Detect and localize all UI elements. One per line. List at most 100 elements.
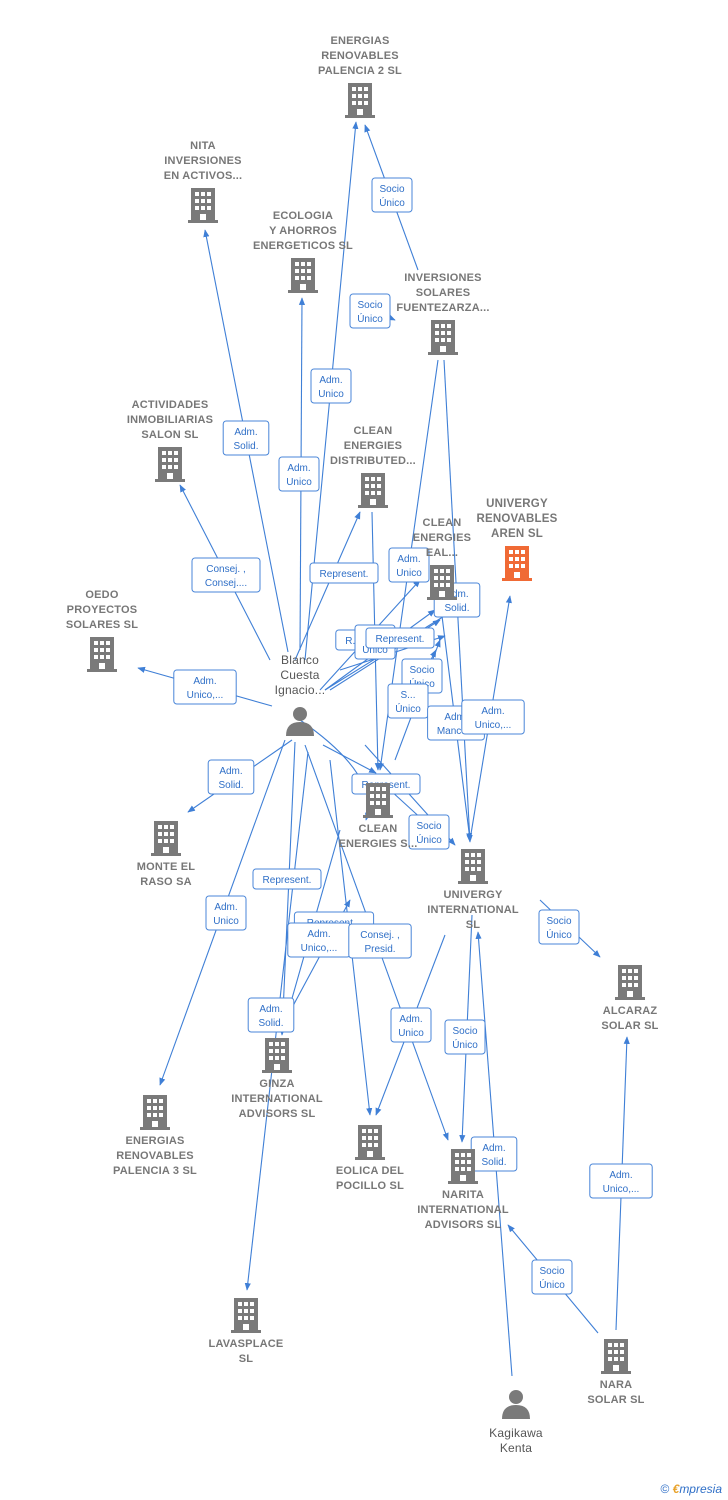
edge-label-text: Unico bbox=[286, 477, 312, 488]
node-label: SL bbox=[466, 919, 481, 931]
edge-label[interactable]: Adm.Solid. bbox=[470, 1136, 518, 1172]
building-icon bbox=[262, 1038, 292, 1073]
edge-label-box bbox=[538, 909, 580, 945]
edge-label-text: Adm. bbox=[609, 1170, 632, 1181]
node-label: UNIVERGY bbox=[486, 498, 548, 510]
edge-label-box bbox=[191, 557, 261, 593]
edge-label-text: Unico bbox=[318, 389, 344, 400]
edge-label-text: R... bbox=[345, 636, 361, 647]
node-label: RENOVABLES bbox=[116, 1150, 194, 1162]
edge-label[interactable]: Adm. Unico bbox=[310, 368, 352, 404]
edge-label[interactable]: Adm.Unico bbox=[205, 895, 247, 931]
building-icon bbox=[345, 83, 375, 118]
edge-label-text: Socio bbox=[379, 184, 404, 195]
edge-label[interactable]: Represent. bbox=[365, 627, 435, 649]
edge-label-text: Unico bbox=[398, 1028, 424, 1039]
node-label: INVERSIONES bbox=[164, 155, 241, 167]
node-label: AREN SL bbox=[491, 528, 543, 540]
edge-label-text: Adm. bbox=[399, 1014, 422, 1025]
edge-label-box bbox=[309, 562, 379, 584]
building-icon bbox=[140, 1095, 170, 1130]
edge-label-text: Unico bbox=[396, 568, 422, 579]
building-icon bbox=[87, 637, 117, 672]
edge-label-text: Solid. bbox=[233, 441, 258, 452]
node-label: INTERNATIONAL bbox=[231, 1093, 323, 1105]
edge-label-box bbox=[205, 895, 247, 931]
edge-label-text: Adm. bbox=[319, 375, 342, 386]
footer-brand[interactable]: © €mpresia bbox=[660, 1482, 722, 1496]
node-ceeal[interactable]: CLEANENERGIESEAL... bbox=[413, 517, 471, 600]
node-label: ENERGETICOS SL bbox=[253, 240, 353, 252]
edge-label-box bbox=[589, 1163, 653, 1199]
node-isf[interactable]: INVERSIONESSOLARESFUENTEZARZA... bbox=[396, 272, 489, 355]
node-label: PROYECTOS bbox=[67, 604, 138, 616]
edge-label-box bbox=[207, 759, 255, 795]
edge-label-text: Adm. bbox=[481, 706, 504, 717]
building-icon bbox=[601, 1339, 631, 1374]
node-ced[interactable]: CLEANENERGIESDISTRIBUTED... bbox=[330, 425, 416, 508]
empresia-logo-e: € bbox=[672, 1482, 680, 1496]
edge-label[interactable]: Adm.Unico bbox=[278, 456, 320, 492]
edge-label-text: Solid. bbox=[218, 780, 243, 791]
node-label: NITA bbox=[190, 140, 216, 152]
node-label: ENERGIAS bbox=[330, 35, 389, 47]
node-label: SALON SL bbox=[141, 429, 198, 441]
edge-label-text: Único bbox=[395, 702, 421, 715]
edge-label[interactable]: Adm.Solid. bbox=[207, 759, 255, 795]
edge-label[interactable]: Adm.Unico,... bbox=[287, 922, 351, 958]
edge-label-text: Único bbox=[539, 1278, 565, 1291]
edge-label[interactable]: Adm.Unico bbox=[388, 547, 430, 583]
node-label: ADVISORS SL bbox=[239, 1108, 316, 1120]
edge-label-text: Socio bbox=[416, 821, 441, 832]
edge-label-text: Presid. bbox=[364, 944, 395, 955]
edge-line bbox=[322, 744, 377, 774]
edge-label-text: Represent. bbox=[320, 569, 369, 580]
edge-label[interactable]: Adm.Unico,... bbox=[589, 1163, 653, 1199]
edge-label[interactable]: Represent. bbox=[252, 868, 322, 890]
edge-label[interactable]: Adm.Solid. bbox=[222, 420, 270, 456]
edge-label-box bbox=[310, 368, 352, 404]
edge-label[interactable]: S...Único bbox=[387, 683, 429, 719]
node-label: EOLICA DEL bbox=[336, 1165, 404, 1177]
edge-label[interactable]: Adm.Unico,... bbox=[461, 699, 525, 735]
node-label: EAL... bbox=[426, 547, 458, 559]
node-label: INTERNATIONAL bbox=[427, 904, 519, 916]
edge-label[interactable]: Adm.Unico,... bbox=[173, 669, 237, 705]
edge-label[interactable]: Represent. bbox=[309, 562, 379, 584]
edge-label[interactable]: Adm.Solid. bbox=[247, 997, 295, 1033]
edge-label-text: Represent. bbox=[263, 875, 312, 886]
edge-label[interactable]: Consej. ,Presid. bbox=[348, 923, 412, 959]
edge-label-box bbox=[252, 868, 322, 890]
edge-label[interactable]: Consej. ,Consej.... bbox=[191, 557, 261, 593]
node-label: ENERGIES S... bbox=[338, 838, 417, 850]
node-blanco[interactable]: BlancoCuestaIgnacio... bbox=[275, 653, 326, 736]
edge-labels-layer: SocioÚnicoSocioÚnicoAdm.UnicoAdm.Solid.A… bbox=[173, 177, 653, 1295]
edge-label-text: Solid. bbox=[481, 1157, 506, 1168]
edge-label[interactable]: Adm. Unico bbox=[390, 1007, 432, 1043]
